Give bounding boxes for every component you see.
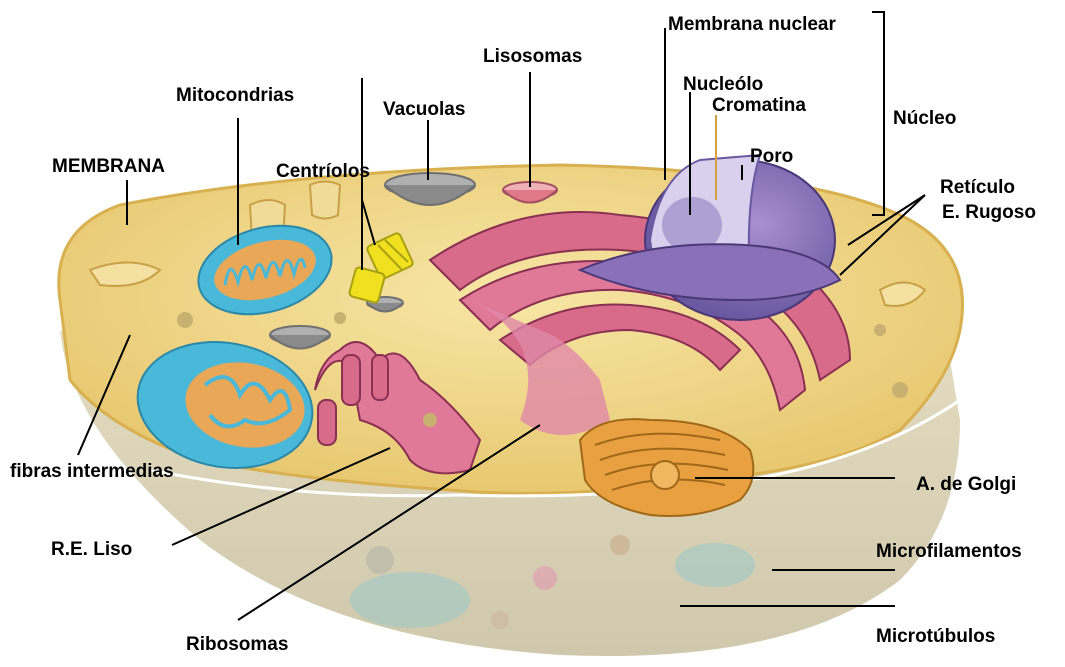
vesicle <box>892 382 908 398</box>
label-re-liso: R.E. Liso <box>51 539 132 560</box>
label-centriolos: Centríolos <box>276 161 370 182</box>
label-a-golgi: A. de Golgi <box>916 474 1016 495</box>
label-microfilamentos: Microfilamentos <box>876 541 1022 562</box>
label-poro: Poro <box>750 146 793 167</box>
label-mitocondrias: Mitocondrias <box>176 85 294 106</box>
label-nucleolo: Nucleólo <box>683 74 763 95</box>
vesicle <box>334 312 346 324</box>
lower-mitochondrion-ghost-2 <box>675 543 755 587</box>
label-ribosomas: Ribosomas <box>186 634 288 655</box>
lower-vesicle <box>491 611 509 629</box>
vesicle <box>423 413 437 427</box>
label-e-rugoso: E. Rugoso <box>942 202 1036 223</box>
label-fibras-intermedias: fibras intermedias <box>10 461 174 482</box>
bracket-nucleo <box>872 12 884 215</box>
membrane-fold <box>310 182 340 219</box>
label-nucleo: Núcleo <box>893 108 956 129</box>
label-microtubulos: Microtúbulos <box>876 626 995 647</box>
vesicle <box>177 312 193 328</box>
label-reticulo: Retículo <box>940 177 1015 198</box>
lower-vesicle <box>366 546 394 574</box>
vesicle <box>874 324 886 336</box>
label-vacuolas: Vacuolas <box>383 99 465 120</box>
lower-vesicle <box>610 535 630 555</box>
lower-mitochondrion-ghost <box>350 572 470 628</box>
lower-vesicle <box>533 566 557 590</box>
label-lisosomas: Lisosomas <box>483 46 582 67</box>
label-membrana: MEMBRANA <box>52 156 165 177</box>
label-cromatina: Cromatina <box>712 95 806 116</box>
label-membrana-nuclear: Membrana nuclear <box>668 14 836 35</box>
